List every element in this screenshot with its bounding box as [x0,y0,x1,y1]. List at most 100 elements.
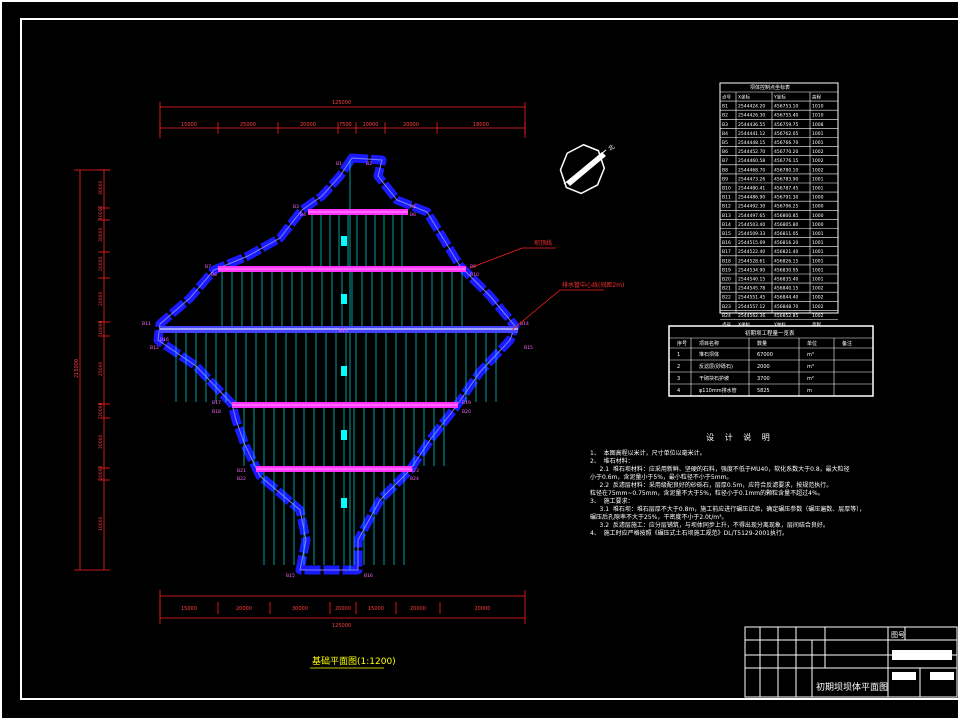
dim-top-total: 125000 [332,100,351,106]
coord-table-cell: 1001 [812,186,824,192]
dim-top-segment: 15000 [181,122,197,128]
quantity-table-cell: m³ [807,352,814,358]
coord-table-cell: 2544424.20 [738,104,765,110]
survey-point-label: B17 [212,400,221,406]
coord-table-cell: 1002 [812,304,824,310]
quantity-table-cell: 反滤层(砂砾石) [699,363,733,370]
coord-table-cell: 1001 [812,249,824,255]
coord-table-cell: 456816.20 [774,240,798,246]
survey-point-label: B24 [410,476,419,482]
coord-table-cell: 2544473.26 [738,176,765,182]
survey-point-label: B19 [462,400,471,406]
coord-table-cell: 456830.95 [774,267,798,273]
design-note-line: 小于0.6m，含泥量小于5%，最小粒径不小于5mm。 [590,474,733,481]
design-note-line: 3、 施工要求： [590,498,634,505]
coord-table-cell: B6 [722,149,728,155]
coord-table-cell: B7 [722,158,728,164]
drawing-no-label: 图号 [891,631,905,639]
coord-table-cell: B15 [722,231,731,237]
coord-table-cell: B1 [722,104,728,110]
coord-table-cell: 2544509.33 [738,231,765,237]
dim-left-segment: 20000 [98,292,104,306]
quantity-table-cell: 2 [677,364,680,370]
coord-table-cell: 1002 [812,295,824,301]
dim-bottom-total: 125000 [332,623,351,629]
coord-table-cell: 2544515.69 [738,240,765,246]
survey-point-label: B8 [211,272,217,278]
dam-inner-outline [157,157,516,571]
coord-table-cell: 1001 [812,240,824,246]
coord-table-cell: 1001 [812,140,824,146]
coord-table-cell: 456805.80 [774,222,798,228]
coord-table-cell: 456776.15 [774,158,798,164]
coord-table-cell: 456821.40 [774,249,798,255]
coord-table-cell: B14 [722,222,731,228]
berm-group [160,209,518,472]
quantity-table-cell: m² [807,376,814,382]
coord-table-cell: 2544486.90 [738,195,765,201]
dim-bottom-segment: 15000 [368,606,384,612]
survey-point-label: B14 [520,321,529,327]
coord-table-cell: 1008 [812,122,824,128]
quantity-table-header: 项目名称 [699,340,719,347]
coord-table-cell: B21 [722,286,731,292]
coord-table-cell: 456835.40 [774,277,798,283]
coord-table-cell: 1000 [812,204,824,210]
coord-table-cell: 456811.05 [774,231,798,237]
coord-table-cell: 1001 [812,176,824,182]
coord-table-header: 高程 [812,321,821,328]
dim-top-segment: 7500 [339,122,352,128]
dim-left-segment: 30000 [98,181,104,195]
coord-table-header: Y坐标 [773,321,786,328]
dim-left-segment: 25000 [98,362,104,376]
survey-point-label: B15 [524,345,533,351]
coord-table-header: X坐标 [738,321,751,328]
coord-table-cell: 2544492.30 [738,204,765,210]
coord-table-cell: 2544497.65 [738,213,765,219]
coord-table-cell: B24 [722,313,731,319]
survey-point-label: B12 [150,345,159,351]
coord-table-cell: 2544480.41 [738,186,765,192]
dim-left-total: 215000 [74,359,80,378]
coord-table-cell: B18 [722,258,731,264]
dim-top-segment: 25000 [240,122,256,128]
quantity-table-cell: m [807,388,812,394]
coord-table-cell: 456796.25 [774,204,798,210]
coord-table-cell: B22 [722,295,731,301]
design-note-line: 1、 本图高程以米计，尺寸单位以毫米计。 [590,450,706,457]
coord-table-cell: B10 [722,186,731,192]
survey-point-label: B20 [462,409,471,415]
coord-table-cell: 456783.90 [774,176,798,182]
coord-table-cell: 2544460.58 [738,158,765,164]
quantity-table-cell: 1 [677,352,680,358]
survey-point-label: B6 [410,212,416,218]
coord-table-cell: B19 [722,267,731,273]
coord-table-cell: B3 [722,122,728,128]
coord-table-cell: 2544562.36 [738,313,765,319]
coord-table-cell: B16 [722,240,731,246]
coord-table-cell: 2544436.55 [738,122,765,128]
coord-table-cell: 1001 [812,258,824,264]
quantity-table-cell: 67000 [757,352,773,358]
dimension-lines [74,102,526,624]
plan-caption: 基础平面图(1:1200) [312,655,396,667]
coord-table-header: X坐标 [738,94,751,101]
survey-point-label: B5 [410,204,416,210]
design-notes-title: 设 计 说 明 [706,433,774,442]
coord-table-cell: 2544557.12 [738,304,765,310]
coord-table-cell: 1002 [812,286,824,292]
coord-table-cell: 1001 [812,277,824,283]
design-note-line: 2.2 反滤层材料：采用级配良好的砂砾石，层厚0.5m，应符合反滤要求，按规范执… [590,482,833,489]
survey-point-label: B10 [470,272,479,278]
coord-table-cell: 1002 [812,158,824,164]
survey-point-label: B22 [237,476,246,482]
survey-point-label: B1 [336,161,342,167]
dim-left-segment: 30000 [98,228,104,242]
coord-table-cell: 456852.85 [774,313,798,319]
coord-table-cell: 456770.20 [774,149,798,155]
dim-bottom-segment: 15000 [181,606,197,612]
coord-table-cell: 456848.70 [774,304,798,310]
